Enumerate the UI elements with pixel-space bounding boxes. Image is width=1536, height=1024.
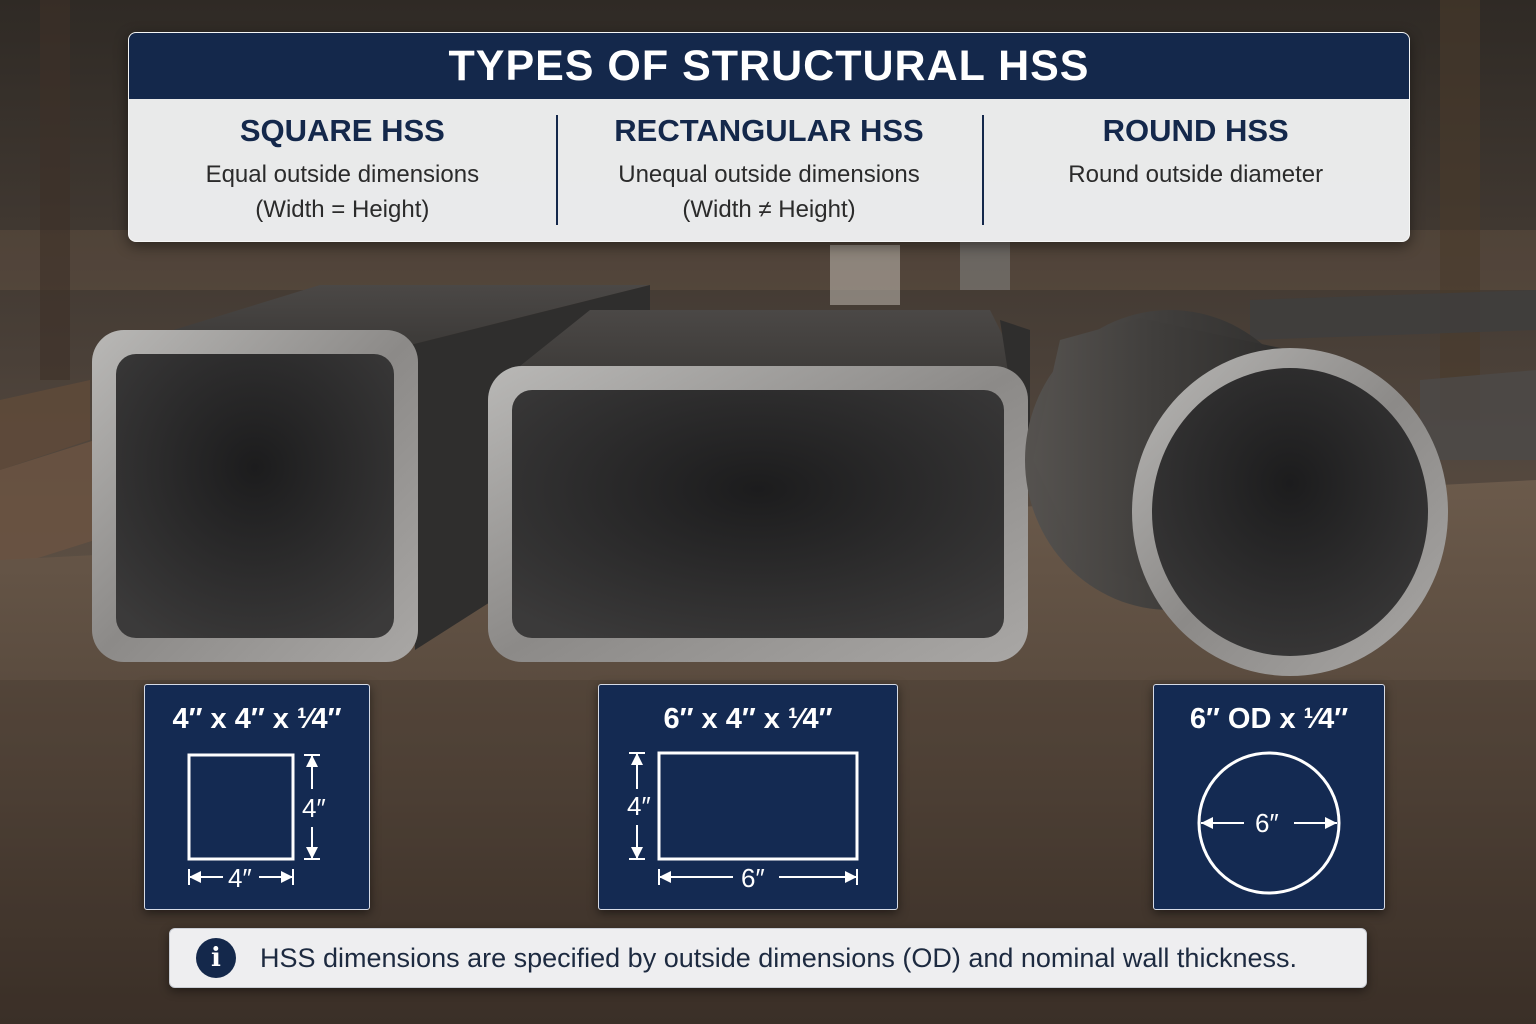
- rectangular-width-label: 6″: [741, 863, 765, 893]
- info-icon: i: [196, 938, 236, 978]
- round-hss-desc-line1: Round outside diameter: [1068, 161, 1324, 188]
- round-dimension-card: 6″ OD x ¹⁄4″ 6″: [1153, 684, 1385, 910]
- square-dimension-diagram: 4″ 4″: [187, 753, 326, 893]
- round-hss-title: ROUND HSS: [1102, 113, 1289, 148]
- square-hss-title: SQUARE HSS: [239, 113, 445, 148]
- info-note-text: HSS dimensions are specified by outside …: [260, 942, 1297, 973]
- rectangular-height-label: 4″: [627, 791, 651, 821]
- round-dimension-diagram: 6″: [1197, 751, 1341, 895]
- square-height-label: 4″: [302, 793, 326, 823]
- rectangular-size-label: 6″ x 4″ x ¹⁄4″: [663, 703, 833, 735]
- rectangular-dimension-diagram: 4″ 6″: [627, 751, 859, 893]
- square-hss-desc-line2: (Width = Height): [255, 196, 430, 223]
- square-width-label: 4″: [228, 863, 252, 893]
- round-hss-description: Round outside diameter: [982, 157, 1409, 192]
- round-diameter-label: 6″: [1255, 808, 1279, 838]
- circle-outline: [1197, 751, 1341, 895]
- round-size-label: 6″ OD x ¹⁄4″: [1189, 703, 1349, 735]
- square-hss-desc-line1: Equal outside dimensions: [205, 161, 480, 188]
- rectangular-hss-column: RECTANGULAR HSS Unequal outside dimensio…: [555, 99, 983, 241]
- round-hss-column: ROUND HSS Round outside diameter: [982, 99, 1409, 241]
- rectangular-hss-desc-line1: Unequal outside dimensions: [618, 161, 920, 188]
- rectangular-dimension-card: 6″ x 4″ x ¹⁄4″ 4″ 6″: [598, 684, 898, 910]
- panel-title: TYPES OF STRUCTURAL HSS: [129, 33, 1409, 99]
- rectangular-hss-desc-line2: (Width ≠ Height): [682, 196, 856, 223]
- rectangle-outline: [657, 751, 859, 861]
- square-hss-description: Equal outside dimensions (Width = Height…: [129, 157, 556, 227]
- square-size-label: 4″ x 4″ x ¹⁄4″: [172, 703, 342, 735]
- info-note: i HSS dimensions are specified by outsid…: [169, 928, 1367, 988]
- rectangular-hss-title: RECTANGULAR HSS: [614, 113, 924, 148]
- hss-types-panel: TYPES OF STRUCTURAL HSS SQUARE HSS Equal…: [128, 32, 1410, 242]
- square-hss-column: SQUARE HSS Equal outside dimensions (Wid…: [129, 99, 556, 241]
- rectangular-hss-description: Unequal outside dimensions (Width ≠ Heig…: [556, 157, 983, 227]
- square-outline: [187, 753, 295, 861]
- square-dimension-card: 4″ x 4″ x ¹⁄4″ 4″ 4″: [144, 684, 370, 910]
